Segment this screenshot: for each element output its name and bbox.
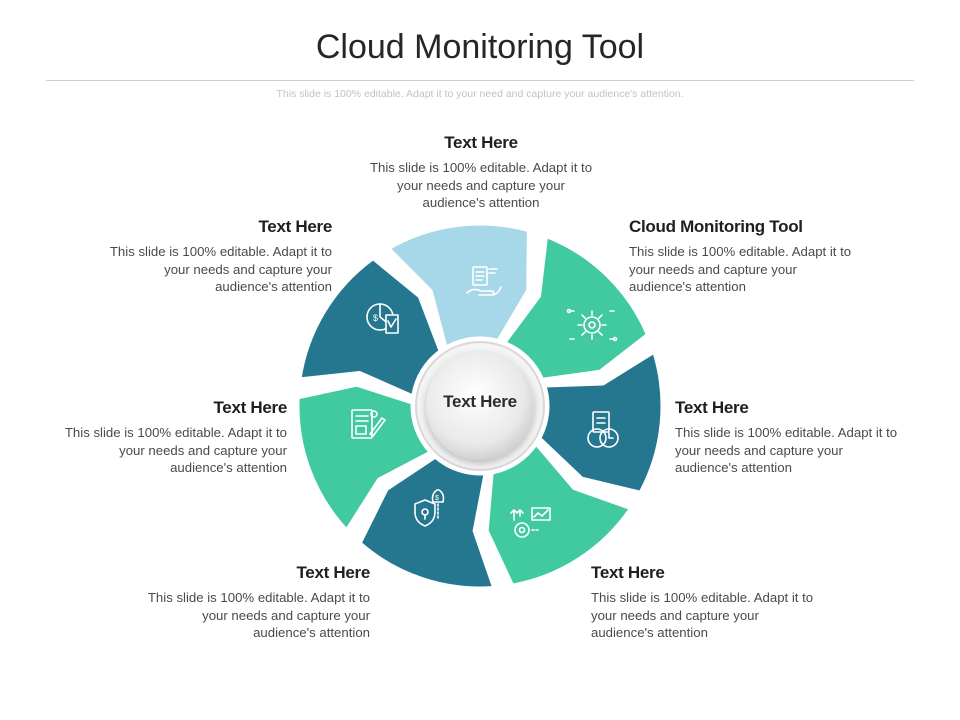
text-block-heading: Text Here (591, 563, 665, 582)
text-block-heading: Text Here (444, 133, 518, 152)
text-block-body: This slide is 100% editable. Adapt it to… (629, 244, 852, 294)
document-hand-icon (466, 266, 502, 296)
segment-lower-right (485, 442, 632, 587)
text-block-upper-left: Text Here This slide is 100% editable. A… (100, 217, 332, 296)
text-block-heading: Text Here (296, 563, 370, 582)
segment-top (387, 222, 530, 349)
slide-title: Cloud Monitoring Tool (315, 28, 645, 66)
gear-chart-icon (510, 507, 551, 538)
hub-circle (426, 352, 534, 460)
text-block-bottom-left: Text Here This slide is 100% editable. A… (138, 563, 370, 642)
segment-upper-right (503, 235, 649, 381)
segment-left (296, 383, 432, 532)
text-block-body: This slide is 100% editable. Adapt it to… (369, 160, 593, 210)
title-divider (46, 80, 914, 81)
slide-subtitle: This slide is 100% editable. Adapt it to… (276, 88, 684, 100)
gear-circuit-icon (566, 308, 618, 342)
text-block-lower-right: Text Here This slide is 100% editable. A… (591, 563, 823, 642)
text-block-body: This slide is 100% editable. Adapt it to… (591, 590, 814, 640)
text-block-body: This slide is 100% editable. Adapt it to… (147, 590, 370, 640)
center-label: Text Here (443, 392, 517, 411)
pie-chart-document-icon: $ (366, 303, 399, 334)
text-block-body: This slide is 100% editable. Adapt it to… (675, 425, 898, 475)
text-block-heading: Text Here (213, 398, 287, 417)
svg-text:$: $ (435, 495, 439, 502)
text-block-body: This slide is 100% editable. Adapt it to… (64, 425, 287, 475)
text-block-heading: Cloud Monitoring Tool (629, 217, 803, 236)
text-block-upper-right: Cloud Monitoring Tool This slide is 100%… (629, 217, 861, 296)
text-block-left: Text Here This slide is 100% editable. A… (55, 398, 287, 477)
document-pen-icon (351, 409, 386, 439)
segment-upper-left (298, 257, 442, 398)
segment-bottom (358, 455, 496, 590)
text-block-heading: Text Here (675, 398, 749, 417)
text-block-heading: Text Here (258, 217, 332, 236)
text-block-body: This slide is 100% editable. Adapt it to… (109, 244, 332, 294)
shield-money-bag-icon: $ (414, 489, 445, 527)
text-block-right: Text Here This slide is 100% editable. A… (675, 398, 907, 477)
svg-text:$: $ (373, 313, 378, 323)
text-block-top: Text Here This slide is 100% editable. A… (365, 133, 597, 212)
document-clock-icon (587, 411, 619, 448)
